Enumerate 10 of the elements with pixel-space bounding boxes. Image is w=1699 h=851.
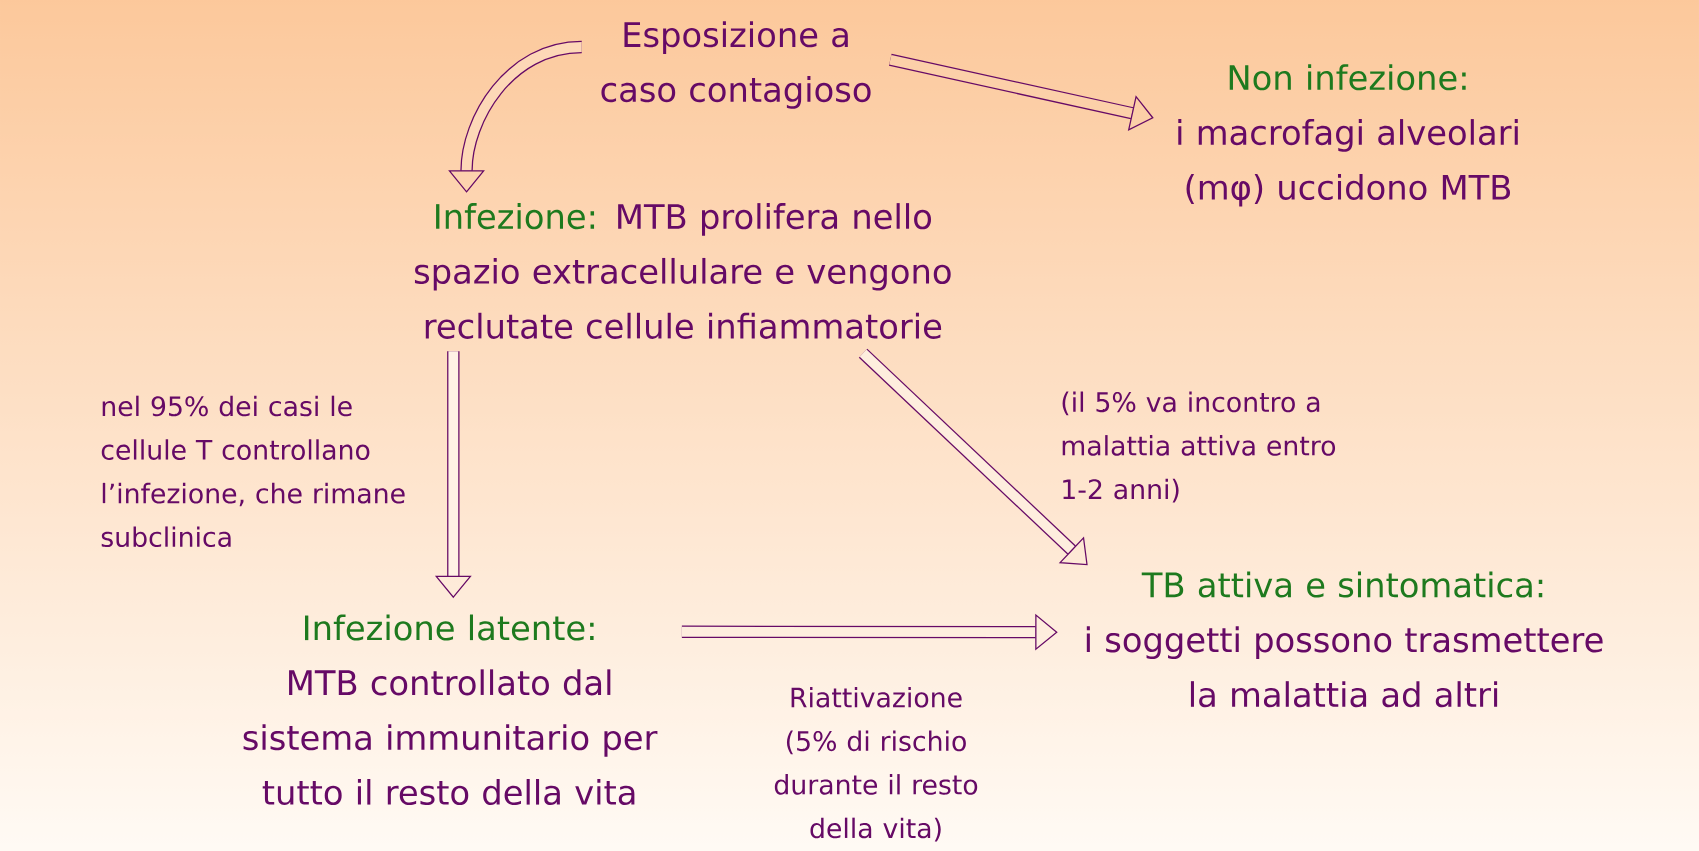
node-text: Esposizione a caso contagioso [601, 21, 871, 109]
hollow-arrow [858, 348, 1088, 566]
edge-label: nel 95% dei casi le cellule T controllano l’infezione, che rimane subclinica [101, 395, 405, 548]
edge-label: Riattivazione (5% di rischio durante il resto della vita) [774, 686, 978, 842]
node-text: Infezione: MTB prolifera nello spazio extracellulare e vengono reclutate cellule infiammatorie [414, 203, 951, 339]
node-text: Infezione latente: MTB controllato dal sistema immunitario per tutto il resto della vita [243, 614, 658, 806]
hollow-arrow [448, 40, 583, 193]
node-text: Non infezione: i macrofagi alveolari (mφ) uccidono MTB [1178, 64, 1518, 207]
node-text: TB attiva e sintomatica: i soggetti possono trasmettere la malattia ad altri [1086, 571, 1603, 708]
edge-label: (il 5% va incontro a malattia attiva entro 1-2 anni) [1062, 391, 1336, 503]
